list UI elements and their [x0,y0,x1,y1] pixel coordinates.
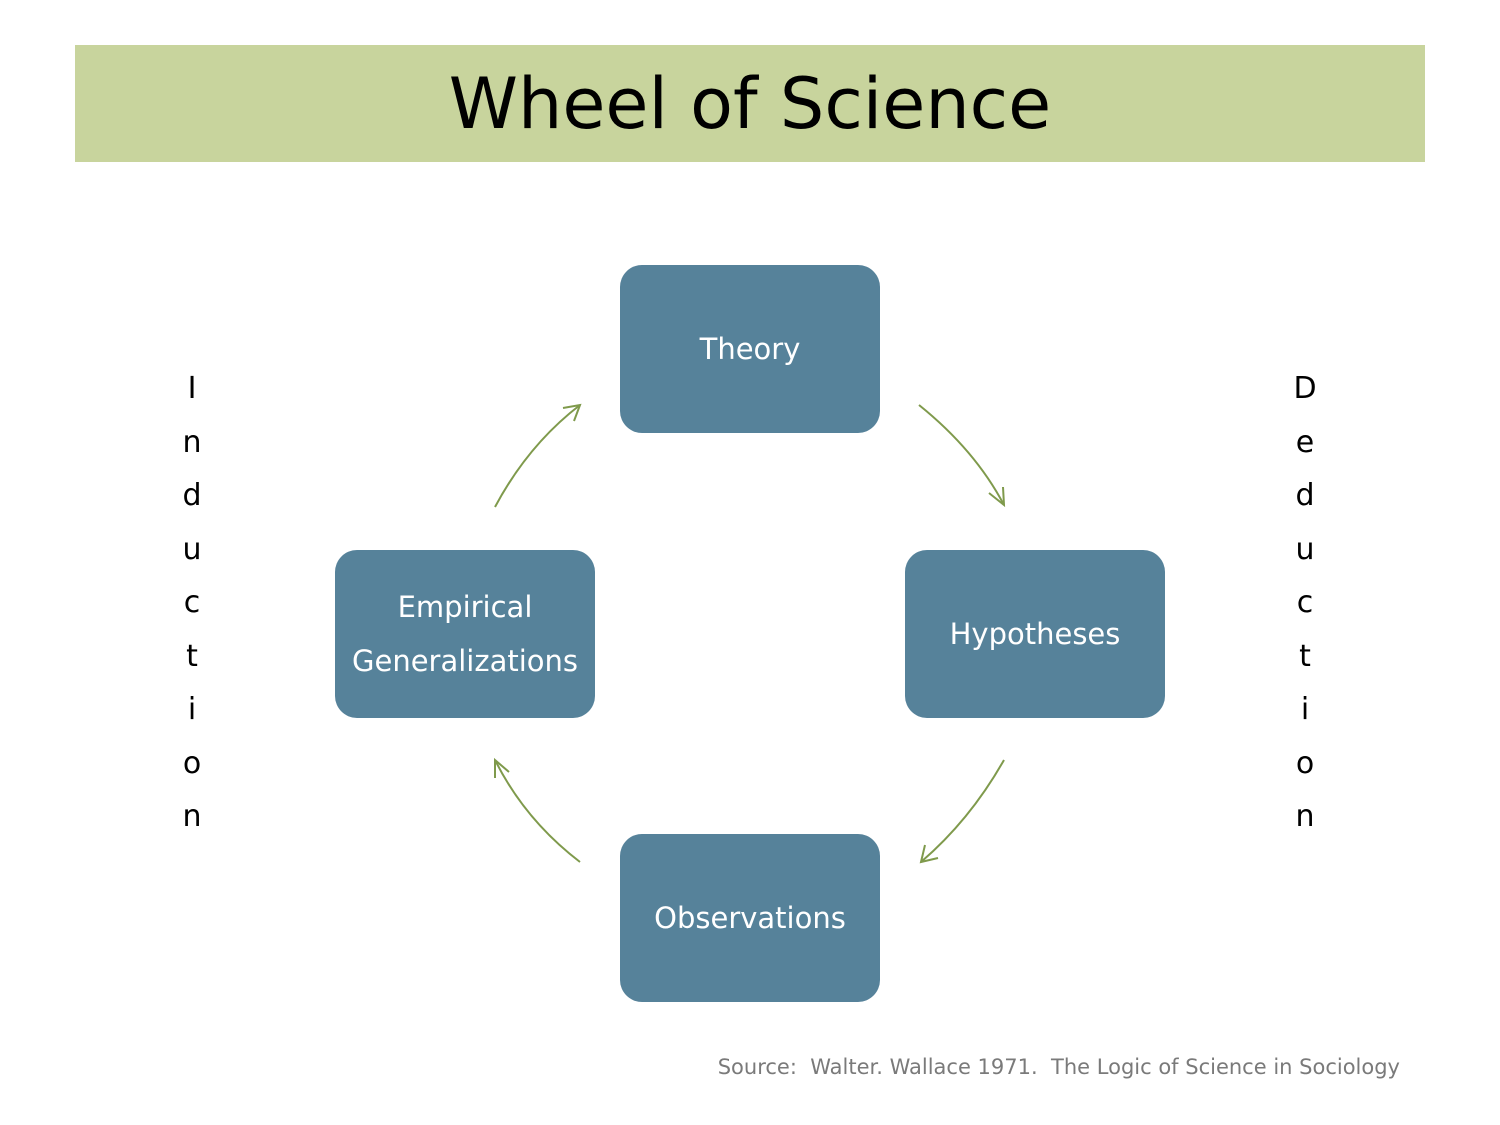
arrow-empirical-to-theory [494,404,581,508]
induction-label-letter: o [182,745,202,781]
source-citation: Source: Walter. Wallace 1971. The Logic … [717,1055,1400,1079]
deduction-label-letter: t [1299,638,1311,674]
node-empirical-label-line2: Generalizations [352,644,578,678]
arrowhead-observations-to-empirical [494,757,510,778]
deduction-label-letter: d [1295,478,1315,513]
induction-label-letter: u [182,531,202,567]
deduction-label-letter: n [1295,799,1315,834]
node-hypotheses: Hypotheses [905,550,1165,718]
arrow-hypotheses-to-observations [920,759,1005,863]
node-empirical-generalizations: Empirical Generalizations [335,550,595,718]
arrowhead-theory-to-hypotheses [988,486,1006,508]
node-theory-label: Theory [699,332,801,366]
arrow-observations-to-empirical [494,759,581,863]
deduction-label-letter: e [1295,424,1315,460]
deduction-label-letter: u [1295,531,1315,567]
induction-label-letter: n [182,424,202,460]
arrowhead-empirical-to-theory [562,403,582,422]
node-empirical-label-line1: Empirical [397,590,533,624]
deduction-label-letter: i [1300,692,1310,727]
arrow-theory-to-hypotheses [918,404,1005,506]
node-observations: Observations [620,834,880,1002]
node-theory: Theory [620,265,880,433]
induction-label-letter: i [187,692,197,727]
induction-label-letter: c [183,585,201,620]
node-observations-label: Observations [654,901,846,935]
induction-label-letter: t [186,638,198,674]
deduction-label-letter: c [1296,585,1314,620]
title-banner: Wheel of Science [75,45,1425,162]
page-title: Wheel of Science [448,62,1052,145]
node-hypotheses-label: Hypotheses [949,617,1121,651]
arrowhead-hypotheses-to-observations [919,844,939,864]
induction-label-letter: I [187,371,197,406]
deduction-label-letter: D [1293,371,1317,406]
induction-label-letter: n [182,799,202,834]
deduction-label-letter: o [1295,745,1315,781]
induction-label-letter: d [182,478,202,513]
